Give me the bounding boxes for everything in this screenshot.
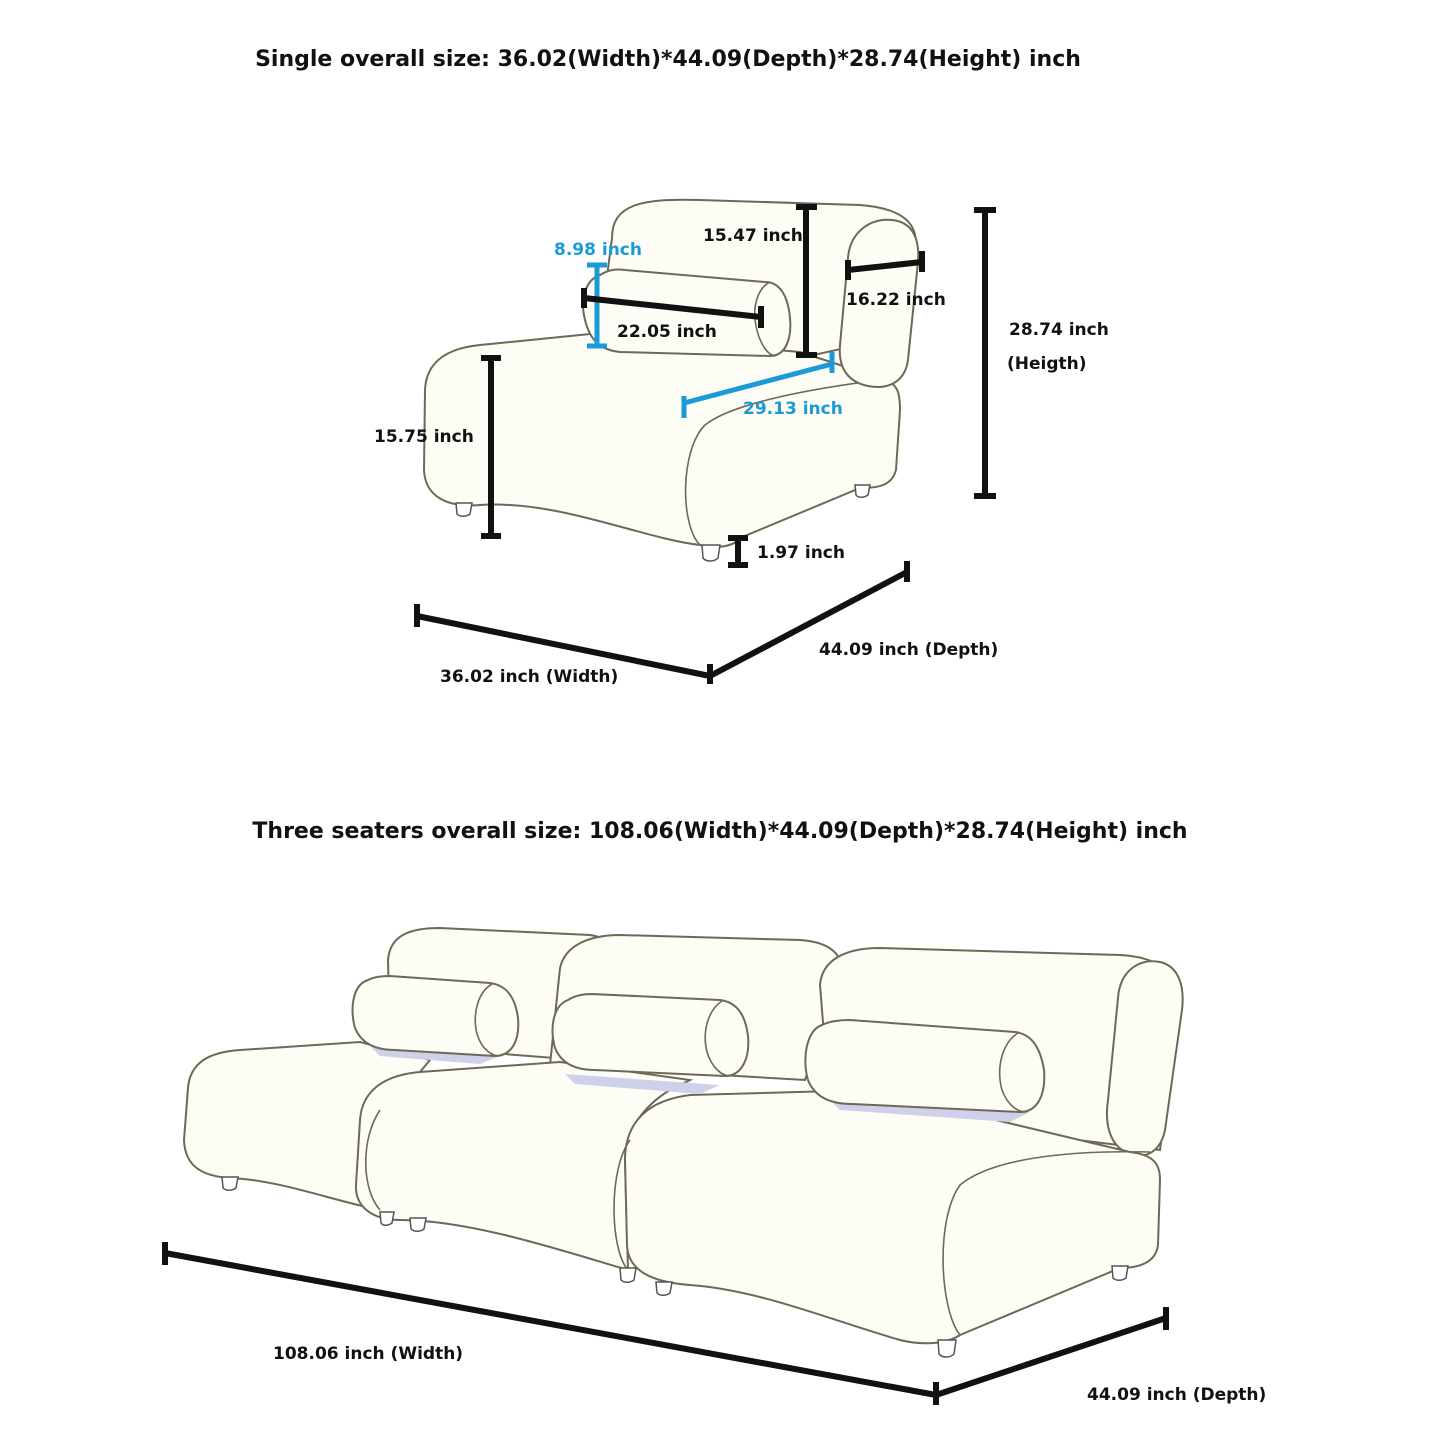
three-dim-width — [164, 1250, 937, 1398]
label-seat-depth: 29.13 inch — [743, 399, 843, 419]
dim-pillow-length — [583, 295, 762, 320]
three-dimension-labels: 108.06 inch (Width) 44.09 inch (Depth) — [273, 1344, 1266, 1405]
single-leg-left — [455, 502, 473, 517]
leg-6 — [937, 1339, 957, 1358]
single-chair-drawing — [422, 198, 920, 562]
pillow-left-end — [474, 983, 501, 1057]
pillow-right — [804, 1018, 1046, 1114]
leg-1 — [221, 1176, 239, 1191]
arm-right — [1105, 960, 1184, 1157]
single-pillow — [582, 268, 792, 358]
three-label-width: 108.06 inch (Width) — [273, 1344, 463, 1364]
crevice-middle — [565, 1074, 720, 1094]
single-dimension-lines — [414, 204, 996, 684]
dim-width — [416, 613, 711, 679]
three-title: Three seaters overall size: 108.06(Width… — [252, 819, 1187, 844]
pillow-middle — [551, 992, 750, 1078]
label-depth: 44.09 inch (Depth) — [819, 640, 998, 660]
three-dim-depth — [935, 1315, 1167, 1398]
dim-depth — [708, 569, 909, 679]
three-label-depth: 44.09 inch (Depth) — [1087, 1385, 1266, 1405]
single-pillow-end — [754, 281, 776, 357]
leg-3 — [409, 1217, 427, 1232]
single-leg-right — [854, 484, 871, 498]
single-seat-front — [684, 379, 881, 546]
label-arm-width: 16.22 inch — [846, 290, 946, 310]
leg-5 — [655, 1281, 673, 1296]
leg-2 — [379, 1211, 395, 1226]
label-total-height-value: 28.74 inch — [1009, 320, 1109, 340]
pillow-middle-end — [704, 1000, 731, 1077]
seat-left-front — [365, 1109, 381, 1211]
leg-7 — [1111, 1265, 1129, 1281]
label-pillow-length: 22.05 inch — [617, 322, 717, 342]
label-leg-height: 1.97 inch — [757, 543, 845, 563]
single-dimension-labels: 8.98 inch 15.47 inch 16.22 inch 22.05 in… — [374, 226, 1109, 687]
label-width: 36.02 inch (Width) — [440, 667, 618, 687]
three-dimension-lines — [162, 1242, 1169, 1405]
seat-right-front — [942, 1150, 1151, 1336]
single-title: Single overall size: 36.02(Width)*44.09(… — [255, 47, 1081, 72]
pillow-left — [351, 974, 520, 1058]
single-leg-front — [701, 544, 721, 562]
label-back-height: 15.47 inch — [703, 226, 803, 246]
leg-4 — [619, 1267, 637, 1283]
dim-arm-width — [847, 259, 923, 273]
label-pillow-height: 8.98 inch — [554, 240, 642, 260]
label-seat-height: 15.75 inch — [374, 427, 474, 447]
three-seater-drawing — [182, 926, 1184, 1358]
pillow-right-end — [998, 1032, 1027, 1113]
label-total-height-word: (Heigth) — [1007, 354, 1087, 374]
seat-middle-front — [613, 1139, 631, 1271]
seat-right — [623, 1088, 1162, 1345]
dim-seat-depth — [683, 361, 833, 406]
